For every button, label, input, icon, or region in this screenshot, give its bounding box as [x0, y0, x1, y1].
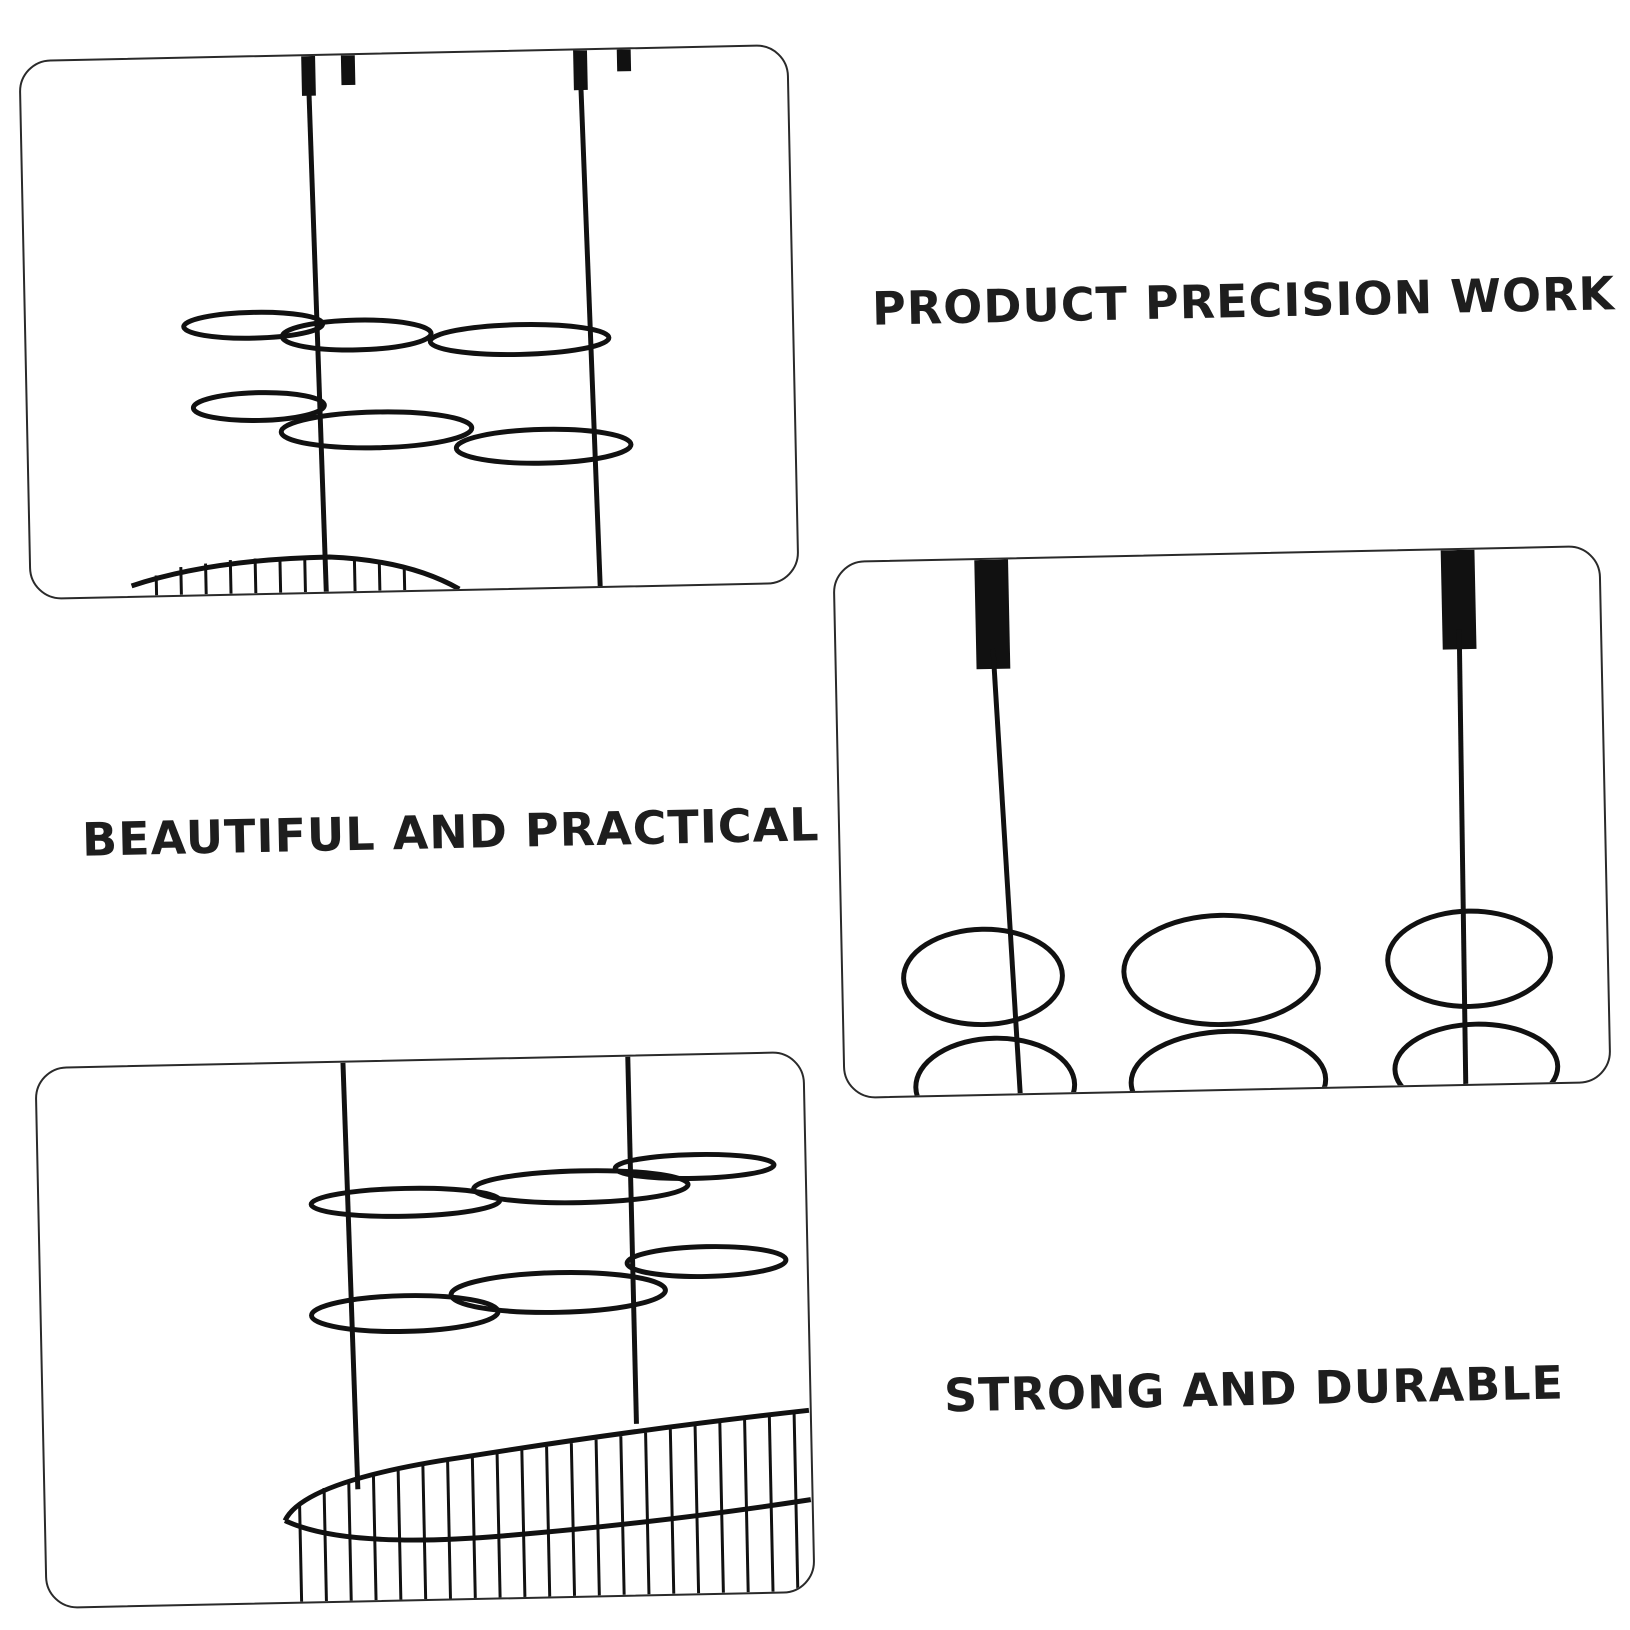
caption-beautiful-practical: BEAUTIFUL AND PRACTICAL	[81, 797, 821, 867]
right-rod	[578, 80, 603, 587]
basket-rim	[282, 1407, 810, 1522]
basket-rim	[130, 554, 461, 592]
ring	[913, 1035, 1078, 1097]
left-hook-tab	[340, 55, 356, 86]
ring	[612, 1151, 777, 1181]
left-rod	[306, 85, 329, 592]
ring	[901, 926, 1065, 1028]
right-hook-tab	[616, 49, 632, 72]
right-rod	[625, 1056, 639, 1424]
ring	[1392, 1021, 1561, 1097]
left-hook	[301, 55, 316, 96]
caption-strong-durable: STRONG AND DURABLE	[943, 1355, 1565, 1423]
ring	[190, 390, 327, 423]
product-photo-rack-top-view	[18, 43, 800, 601]
product-photo-rack-with-basket	[34, 1050, 816, 1610]
right-rod	[1456, 629, 1469, 1084]
ring	[279, 317, 434, 353]
ring	[427, 322, 612, 358]
basket-wires	[298, 1412, 800, 1602]
rack-basket-illustration	[282, 1056, 812, 1602]
left-rod	[990, 648, 1023, 1094]
left-hook	[974, 559, 1011, 670]
basket-inner-rim	[283, 1497, 812, 1543]
rings-closeup-illustration	[901, 549, 1561, 1097]
ring	[278, 409, 475, 451]
right-hook	[573, 50, 588, 91]
ring	[624, 1244, 789, 1280]
ring	[448, 1270, 668, 1315]
ring	[1385, 908, 1553, 1009]
left-rod	[340, 1062, 361, 1490]
ring	[1128, 1028, 1329, 1097]
product-photo-rings-closeup	[832, 545, 1612, 1099]
caption-product-precision: PRODUCT PRECISION WORK	[871, 266, 1616, 336]
ring	[1121, 912, 1321, 1028]
ring	[453, 426, 634, 466]
ring	[471, 1168, 691, 1206]
right-hook	[1440, 549, 1477, 650]
rack-rings-illustration	[130, 49, 634, 596]
ring	[308, 1185, 503, 1219]
ring	[309, 1293, 501, 1334]
basket-wires	[154, 557, 407, 596]
